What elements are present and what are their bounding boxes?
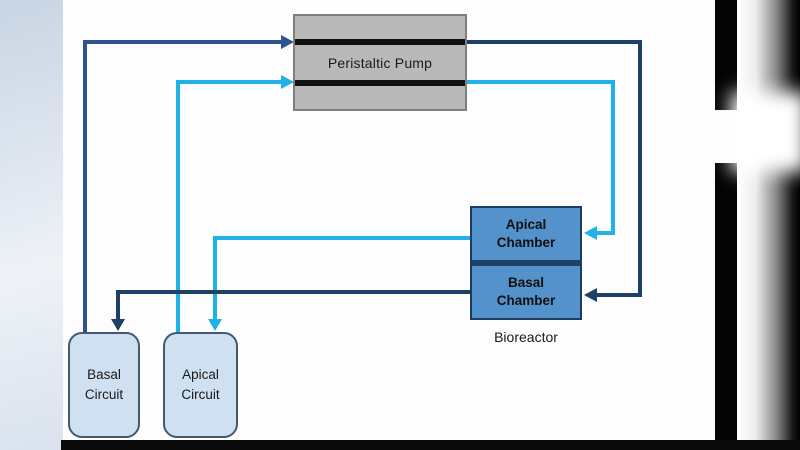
bioreactor-caption: Bioreactor — [494, 329, 558, 345]
apical-chamber-inlet-arrowhead-icon — [584, 226, 597, 240]
right-black-bar-top — [715, 0, 737, 110]
basal-supply-line — [83, 40, 281, 332]
right-blurred-edge — [731, 0, 800, 450]
basal-circuit-box: Basal Circuit — [68, 332, 140, 438]
bioreactor-box: Apical Chamber Basal Chamber — [470, 206, 582, 320]
right-blur-white-band — [731, 92, 800, 172]
basal-supply-arrowhead-icon — [281, 35, 294, 49]
basal-return-line — [116, 290, 470, 319]
chamber-divider — [472, 260, 580, 266]
apical-supply-line — [176, 80, 281, 332]
pump-tube-line-top — [295, 39, 465, 45]
apical-circuit-box: Apical Circuit — [163, 332, 238, 438]
basal-circuit-inlet-arrowhead-icon — [111, 319, 125, 331]
basal-chamber: Basal Chamber — [472, 266, 580, 318]
basal-circuit-label: Basal Circuit — [84, 367, 124, 402]
bottom-black-bar — [61, 440, 800, 450]
apical-circuit-inlet-arrowhead-icon — [208, 319, 222, 331]
peristaltic-pump-label: Peristaltic Pump — [327, 54, 433, 71]
apical-chamber-label: Apical Chamber — [496, 217, 556, 250]
pump-to-apical-chamber-line — [467, 80, 615, 235]
apical-chamber: Apical Chamber — [472, 208, 580, 260]
peristaltic-pump-box: Peristaltic Pump — [293, 14, 467, 111]
apical-supply-arrowhead-icon — [281, 75, 294, 89]
pump-to-basal-chamber-line — [467, 40, 642, 297]
basal-chamber-label: Basal Chamber — [496, 275, 556, 308]
apical-circuit-label: Apical Circuit — [181, 367, 220, 402]
basal-chamber-inlet-arrowhead-icon — [584, 288, 597, 302]
pump-tube-line-bottom — [295, 80, 465, 86]
left-gradient-strip — [0, 0, 63, 450]
right-black-bar-bottom — [715, 163, 737, 450]
apical-return-line — [213, 236, 470, 319]
